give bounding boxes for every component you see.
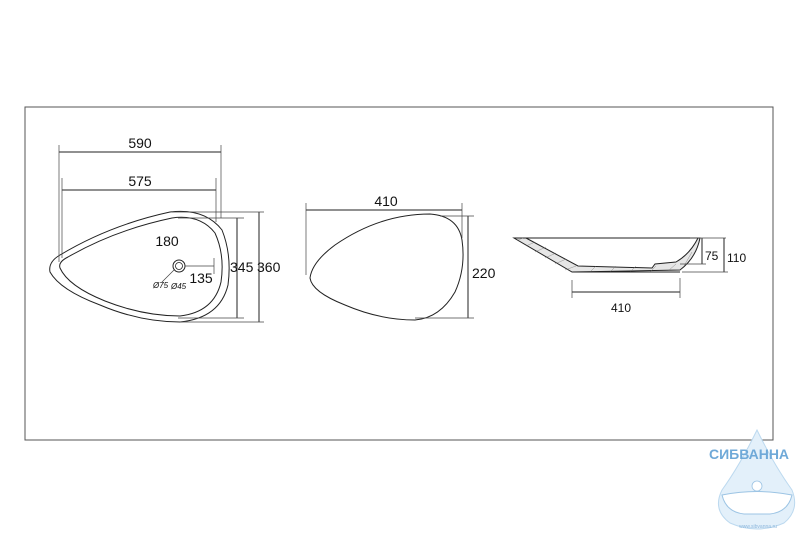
dim-75-label: 75	[705, 249, 719, 263]
drain-outer-label: Ø75	[152, 281, 169, 290]
drawing-frame	[24, 106, 774, 441]
dim-110-label: 110	[727, 251, 746, 265]
top-view-outer-outline	[49, 210, 230, 323]
dim-front-410-label: 410	[374, 193, 398, 209]
dim-side-410-label: 410	[611, 301, 631, 315]
dim-575-label: 575	[128, 173, 152, 189]
drain-outer-circle	[172, 259, 186, 273]
logo-url: www.sibvanna.ru	[739, 524, 777, 530]
top-view: 590 575 180 135 Ø75 Ø45 345 360	[49, 135, 281, 323]
dim-220-label: 220	[472, 265, 496, 281]
dim-360-label: 360	[257, 259, 281, 275]
brand-logo: СИБВАННА www.sibvanna.ru	[709, 428, 796, 530]
side-view-inner-cavity	[525, 237, 699, 269]
bathtub-icon	[721, 491, 793, 515]
front-view: 410 220	[305, 193, 496, 321]
dim-345-label: 345	[230, 259, 254, 275]
drain-leader	[161, 269, 175, 283]
dim-590-label: 590	[128, 135, 152, 151]
drain-inner-circle	[175, 262, 183, 270]
top-view-inner-outline	[59, 216, 223, 317]
logo-name: СИБВАННА	[709, 446, 789, 462]
front-view-outline	[309, 213, 464, 321]
mascot-face-icon	[751, 480, 763, 492]
drain-inner-label: Ø45	[170, 282, 187, 291]
dim-180-label: 180	[155, 233, 179, 249]
side-view: 75 110 410	[512, 237, 746, 315]
dim-135-label: 135	[189, 270, 213, 286]
